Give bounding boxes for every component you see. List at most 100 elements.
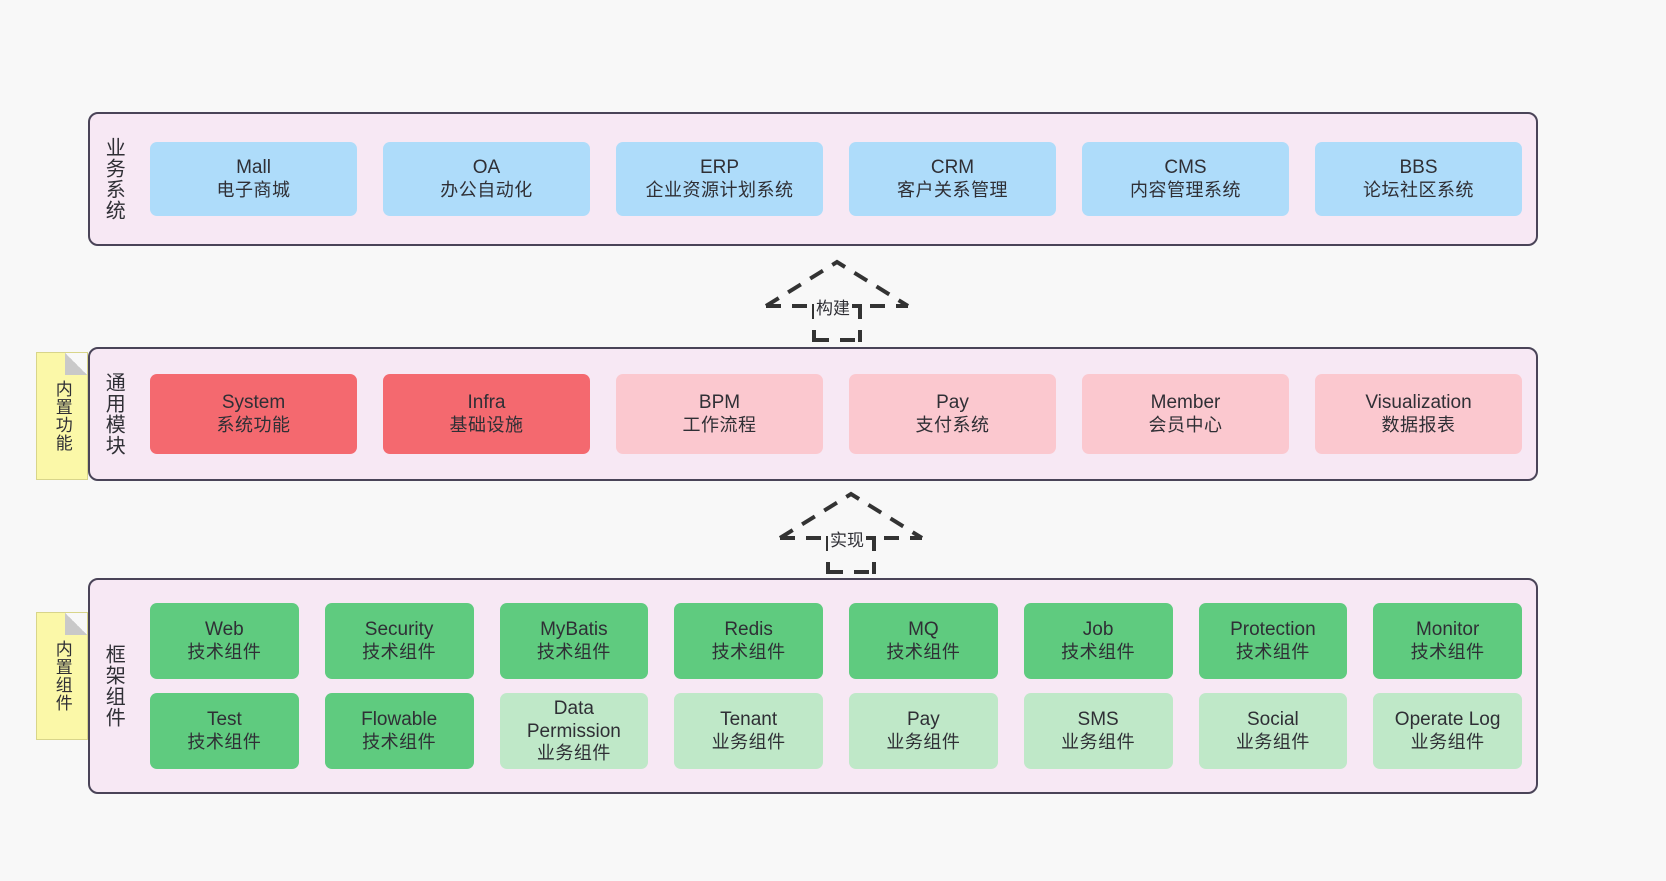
card-title: OA	[472, 157, 501, 179]
card-subtitle: 技术组件	[711, 641, 786, 662]
card-bpm[interactable]: BPM 工作流程	[616, 374, 823, 454]
card-row: System 系统功能 Infra 基础设施 BPM 工作流程 Pay 支付系统…	[150, 374, 1522, 454]
card-title: Test	[206, 709, 242, 731]
card-web[interactable]: Web 技术组件	[150, 603, 299, 679]
card-monitor[interactable]: Monitor 技术组件	[1373, 603, 1522, 679]
card-infra[interactable]: Infra 基础设施	[383, 374, 590, 454]
card-row-tech-components: Web 技术组件 Security 技术组件 MyBatis 技术组件 Redi…	[150, 603, 1522, 679]
card-subtitle: 企业资源计划系统	[645, 179, 794, 200]
card-subtitle: 业务组件	[1061, 731, 1136, 752]
note-builtin-components: 内置组件	[36, 612, 88, 740]
layer-business-systems-title: 业务系统	[102, 137, 125, 221]
connector-build: 构建	[752, 258, 922, 342]
card-title: Monitor	[1415, 619, 1480, 641]
card-title: System	[221, 392, 286, 414]
card-title: Web	[205, 619, 244, 641]
card-title: MyBatis	[540, 619, 608, 641]
connector-realize: 实现	[766, 490, 936, 574]
card-subtitle: 技术组件	[536, 641, 611, 662]
card-title: Tenant	[720, 709, 778, 731]
card-erp[interactable]: ERP 企业资源计划系统	[616, 142, 823, 216]
note-builtin-functions: 内置功能	[36, 352, 88, 480]
connector-realize-label: 实现	[828, 526, 866, 551]
card-protection[interactable]: Protection 技术组件	[1198, 603, 1348, 679]
card-title: Flowable	[361, 709, 438, 731]
layer-common-modules: 通用模块 System 系统功能 Infra 基础设施 BPM 工作流程 Pay…	[88, 347, 1538, 481]
card-subtitle: 技术组件	[362, 731, 437, 752]
card-row-business-components: Test 技术组件 Flowable 技术组件 Data Permission …	[150, 693, 1522, 769]
card-subtitle: 支付系统	[915, 414, 990, 435]
card-title: Pay	[936, 392, 969, 414]
card-title: Mall	[236, 157, 271, 179]
layer-common-modules-cards: System 系统功能 Infra 基础设施 BPM 工作流程 Pay 支付系统…	[136, 349, 1536, 479]
card-mq[interactable]: MQ 技术组件	[849, 603, 998, 679]
card-title: Security	[364, 619, 434, 641]
card-job[interactable]: Job 技术组件	[1023, 603, 1173, 679]
card-title: SMS	[1077, 709, 1119, 731]
card-cms[interactable]: CMS 内容管理系统	[1082, 142, 1289, 216]
card-member[interactable]: Member 会员中心	[1082, 374, 1289, 454]
card-title: Infra	[467, 392, 506, 414]
card-subtitle: 电子商城	[216, 179, 291, 200]
card-social[interactable]: Social 业务组件	[1198, 693, 1348, 769]
card-title: Job	[1082, 619, 1114, 641]
card-subtitle: 技术组件	[187, 731, 262, 752]
layer-common-modules-title: 通用模块	[102, 372, 125, 456]
card-subtitle: 数据报表	[1381, 414, 1456, 435]
card-subtitle: 业务组件	[886, 731, 961, 752]
card-subtitle: 技术组件	[362, 641, 437, 662]
card-subtitle: 技术组件	[1235, 641, 1310, 662]
card-sms[interactable]: SMS 业务组件	[1023, 693, 1173, 769]
card-title: Pay	[907, 709, 940, 731]
note-label: 内置功能	[52, 380, 72, 452]
card-title: CRM	[930, 157, 975, 179]
card-subtitle: 客户关系管理	[897, 179, 1008, 200]
layer-business-systems: 业务系统 Mall 电子商城 OA 办公自动化 ERP 企业资源计划系统 CRM…	[88, 112, 1538, 246]
card-subtitle: 业务组件	[1235, 731, 1310, 752]
card-mall[interactable]: Mall 电子商城	[150, 142, 357, 216]
card-subtitle: 内容管理系统	[1130, 179, 1241, 200]
card-subtitle: 基础设施	[449, 414, 524, 435]
layer-framework-components-cards: Web 技术组件 Security 技术组件 MyBatis 技术组件 Redi…	[136, 580, 1536, 792]
layer-framework-components-title: 框架组件	[102, 644, 125, 728]
card-test[interactable]: Test 技术组件	[150, 693, 299, 769]
card-operate-log[interactable]: Operate Log 业务组件	[1373, 693, 1522, 769]
card-subtitle: 业务组件	[536, 743, 611, 764]
card-flowable[interactable]: Flowable 技术组件	[324, 693, 474, 769]
card-subtitle: 系统功能	[216, 414, 291, 435]
card-title: Redis	[724, 619, 773, 641]
card-subtitle: 技术组件	[1410, 641, 1485, 662]
card-visualization[interactable]: Visualization 数据报表	[1315, 374, 1522, 454]
card-oa[interactable]: OA 办公自动化	[383, 142, 590, 216]
card-pay[interactable]: Pay 支付系统	[849, 374, 1056, 454]
card-pay-component[interactable]: Pay 业务组件	[849, 693, 998, 769]
card-title: Protection	[1230, 619, 1316, 641]
card-tenant[interactable]: Tenant 业务组件	[674, 693, 823, 769]
card-subtitle: 技术组件	[1061, 641, 1136, 662]
card-title: BBS	[1399, 157, 1438, 179]
card-subtitle: 论坛社区系统	[1363, 179, 1474, 200]
card-subtitle: 办公自动化	[440, 179, 533, 200]
card-title: Operate Log	[1394, 709, 1501, 731]
card-mybatis[interactable]: MyBatis 技术组件	[499, 603, 649, 679]
card-subtitle: 技术组件	[187, 641, 262, 662]
card-security[interactable]: Security 技术组件	[324, 603, 474, 679]
card-subtitle: 技术组件	[886, 641, 961, 662]
card-row: Mall 电子商城 OA 办公自动化 ERP 企业资源计划系统 CRM 客户关系…	[150, 142, 1522, 216]
card-subtitle: 业务组件	[711, 731, 786, 752]
note-label: 内置组件	[52, 640, 72, 712]
card-bbs[interactable]: BBS 论坛社区系统	[1315, 142, 1522, 216]
card-title: ERP	[699, 157, 740, 179]
card-title: BPM	[698, 392, 741, 414]
card-redis[interactable]: Redis 技术组件	[674, 603, 823, 679]
card-data-permission[interactable]: Data Permission 业务组件	[499, 693, 649, 769]
card-title: CMS	[1164, 157, 1207, 179]
card-system[interactable]: System 系统功能	[150, 374, 357, 454]
connector-build-label: 构建	[814, 294, 852, 319]
card-subtitle: 工作流程	[682, 414, 757, 435]
card-crm[interactable]: CRM 客户关系管理	[849, 142, 1056, 216]
layer-business-systems-cards: Mall 电子商城 OA 办公自动化 ERP 企业资源计划系统 CRM 客户关系…	[136, 114, 1536, 244]
dashed-generalization-arrow-icon	[778, 491, 924, 574]
card-subtitle: 业务组件	[1410, 731, 1485, 752]
